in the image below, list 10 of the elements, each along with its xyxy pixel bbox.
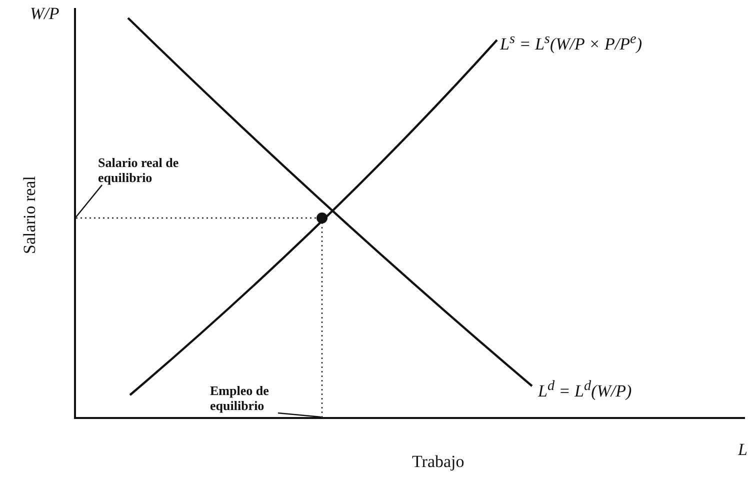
annotation-text: Empleo de equilibrio: [210, 383, 278, 413]
axis-label: W/P: [30, 4, 60, 24]
curve-label: L$^{s}$ = L$^{s}$(W/P × P/P$^{e}$): [500, 31, 642, 55]
curve-label: L$^{d}$ = L$^{d}$(W/P): [538, 378, 632, 402]
axis-label: Trabajo: [412, 452, 464, 472]
axis-label: Salario real: [20, 176, 40, 254]
leader-line: [278, 412, 322, 418]
axis-label: L: [738, 440, 748, 460]
annotation-text: Salario real de equilibrio: [98, 155, 182, 185]
leader-line: [76, 184, 102, 218]
